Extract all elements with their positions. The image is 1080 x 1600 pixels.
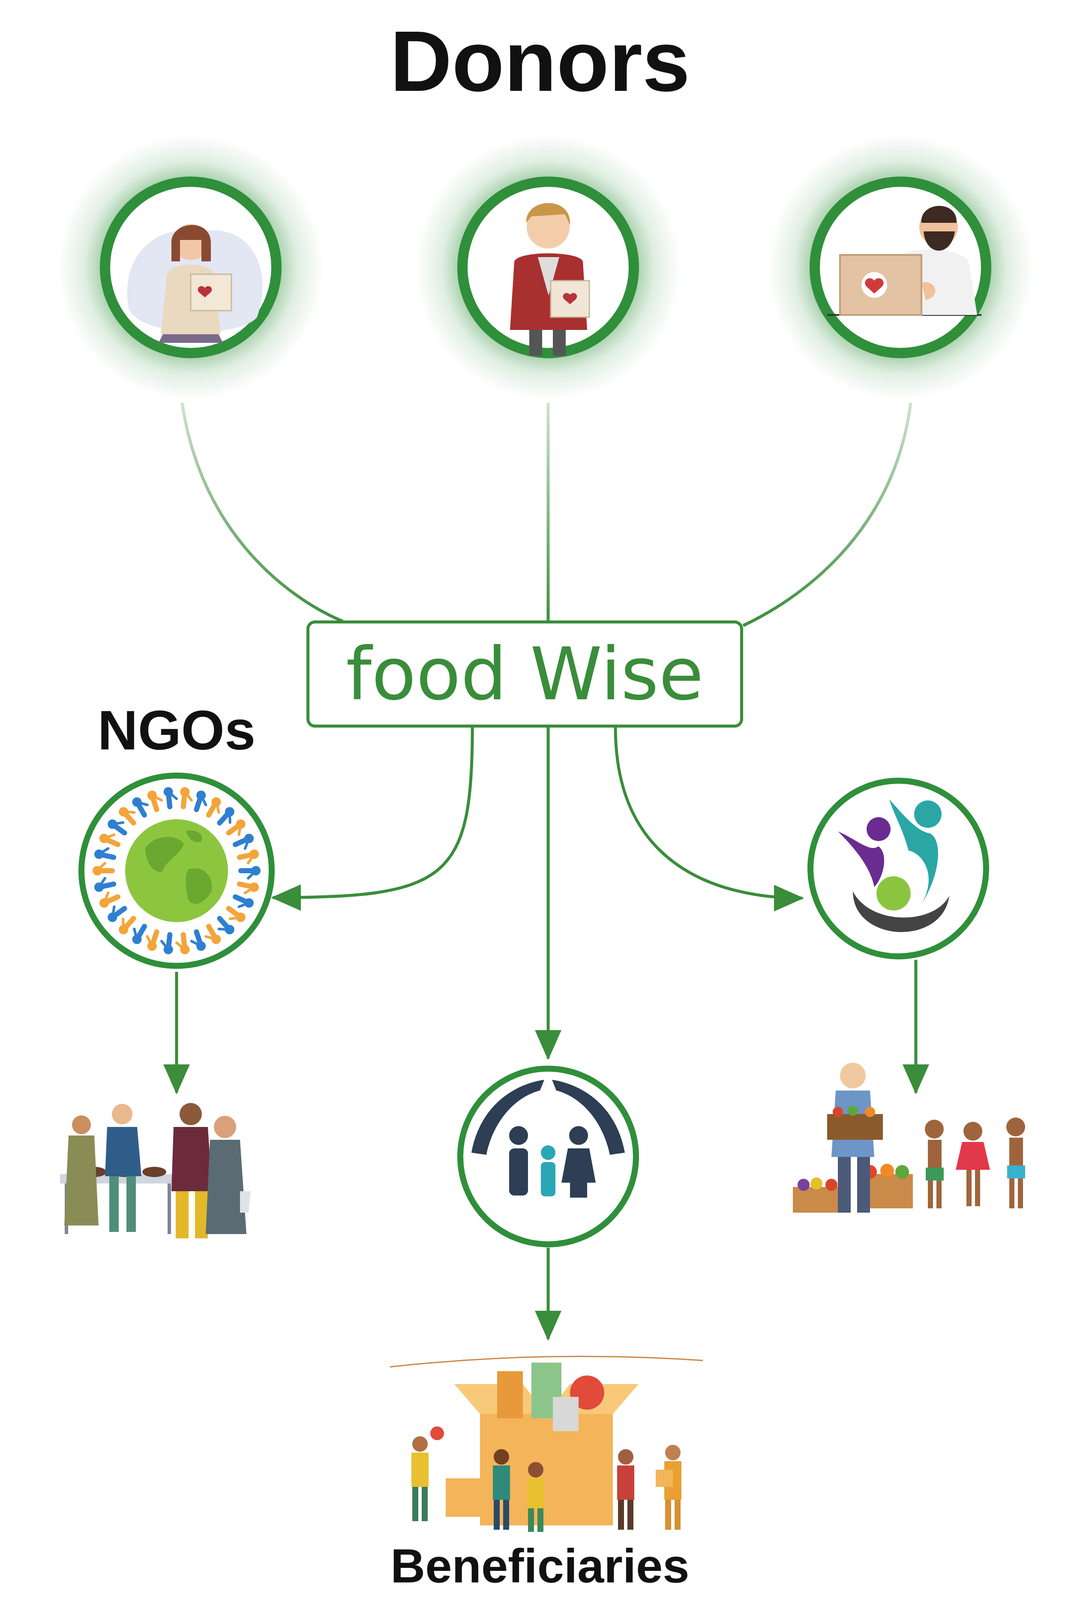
- donor-bearded-man: [827, 206, 982, 315]
- node-heading: NGOs: [33, 698, 320, 763]
- brand-box: food Wise: [306, 620, 744, 728]
- title: Donors: [0, 12, 1080, 111]
- flow-arrows: [176, 727, 916, 1340]
- donor-man: [510, 203, 590, 356]
- food-distribution-scene: [60, 1103, 251, 1239]
- donor-circles: [57, 134, 1034, 401]
- donor-woman: [127, 224, 263, 343]
- circle-outline: [76, 771, 277, 971]
- flow-arrow: [272, 727, 473, 898]
- vegetables-children-scene: [792, 1062, 1026, 1213]
- ngo-logo-circle: [810, 780, 987, 957]
- ngo-circle: NGOs: [76, 771, 277, 971]
- brand-text: food Wise: [345, 631, 704, 717]
- label-text: Beneficiaries: [0, 1538, 1080, 1595]
- beneficiaries-scene: [390, 1356, 703, 1533]
- donor-connectors: [182, 402, 911, 626]
- family-circle: [460, 1068, 636, 1245]
